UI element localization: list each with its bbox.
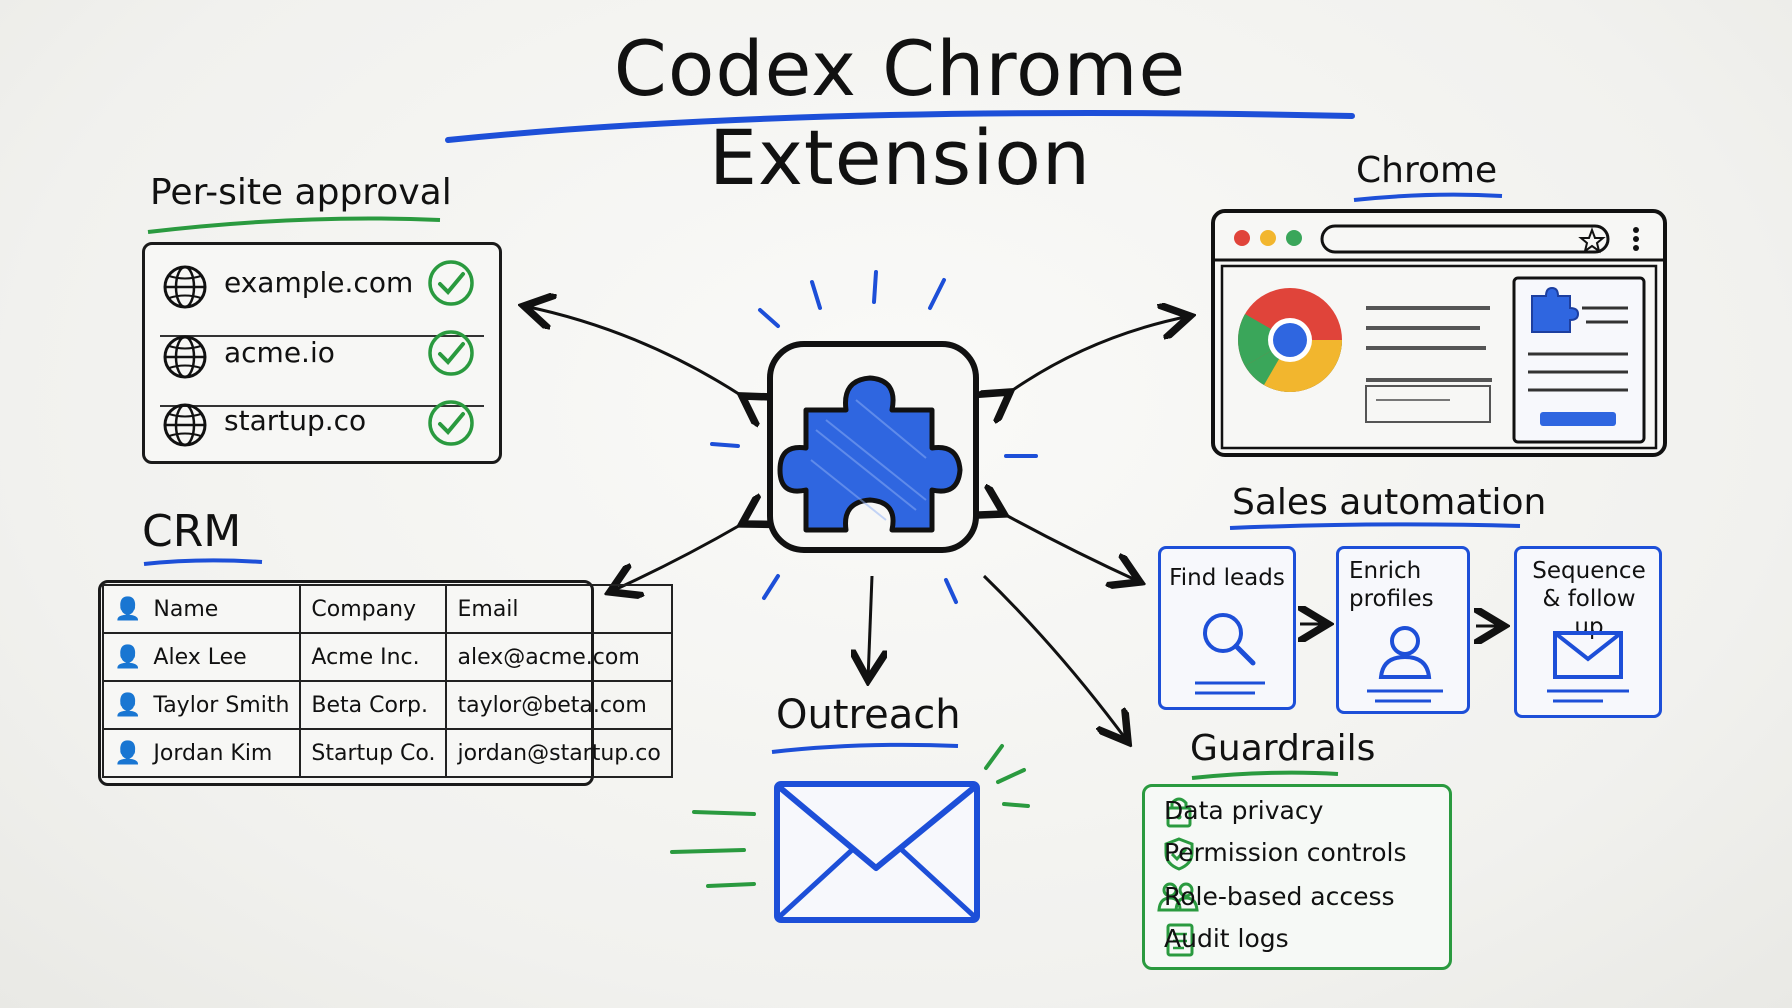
table-row: 👤 Jordan Kim Startup Co. jordan@startup.c… <box>101 728 673 778</box>
per-site-heading: Per-site approval <box>150 172 452 213</box>
guardrail-item: Audit logs <box>1164 924 1289 953</box>
check-circle-icon <box>428 260 474 306</box>
table-cell: 👤 Alex Lee <box>101 632 302 682</box>
sales-heading: Sales automation <box>1232 482 1547 523</box>
table-header-cell: Email <box>445 584 673 634</box>
table-header-cell: Company <box>299 584 448 634</box>
globe-icon <box>163 403 207 447</box>
outreach-heading: Outreach <box>776 692 961 738</box>
sales-step-label: Enrich profiles <box>1349 558 1434 612</box>
user-icon: 👤 <box>114 596 142 622</box>
site-item: startup.co <box>224 404 367 437</box>
table-cell: Beta Corp. <box>299 680 448 730</box>
sales-step-label: Sequence & follow up <box>1532 558 1646 640</box>
site-item: example.com <box>224 266 414 299</box>
globe-icon <box>163 265 207 309</box>
lock-icon <box>1166 797 1192 828</box>
column-name: Name <box>153 596 219 622</box>
user-icon: 👤 <box>114 740 142 766</box>
chrome-logo-icon <box>1238 288 1342 392</box>
envelope-icon <box>774 781 980 923</box>
crm-heading: CRM <box>142 506 242 557</box>
guardrail-item: Data privacy <box>1164 796 1324 825</box>
site-item: acme.io <box>224 336 335 369</box>
table-cell: 👤 Taylor Smith <box>101 680 302 730</box>
crm-table: 👤 Name Company Email 👤 Alex Lee Acme Inc. … <box>101 584 673 778</box>
user-icon: 👤 <box>114 692 142 718</box>
per-site-row-dividers <box>160 335 484 407</box>
users-icon <box>1157 882 1199 912</box>
user-icon: 👤 <box>114 644 142 670</box>
table-header-cell: 👤 Name <box>101 584 302 634</box>
contact-name: Taylor Smith <box>153 692 290 718</box>
user-icon <box>1367 626 1443 703</box>
table-header-row: 👤 Name Company Email <box>101 584 673 634</box>
shield-check-icon <box>1164 837 1194 871</box>
table-row: 👤 Taylor Smith Beta Corp. taylor@beta.com <box>101 680 673 730</box>
guardrail-item: Role-based access <box>1164 882 1395 911</box>
table-cell: alex@acme.com <box>445 632 673 682</box>
check-circle-icon <box>428 400 474 446</box>
guardrails-panel <box>1142 784 1452 970</box>
table-cell: jordan@startup.co <box>445 728 673 778</box>
contact-name: Jordan Kim <box>153 740 273 766</box>
envelope-icon <box>1547 631 1629 703</box>
sales-step-sequence-follow-up: Sequence & follow up <box>1514 546 1662 718</box>
check-circle-icon <box>428 330 474 376</box>
contact-name: Alex Lee <box>153 644 247 670</box>
browser-window <box>1211 209 1667 457</box>
extension-hub <box>767 341 979 553</box>
table-cell: 👤 Jordan Kim <box>101 728 302 778</box>
globe-icon <box>163 335 207 379</box>
sales-step-find-leads: Find leads <box>1158 546 1296 710</box>
table-cell: Startup Co. <box>299 728 448 778</box>
guardrail-item: Permission controls <box>1164 838 1407 867</box>
page-title: Codex Chrome Extension <box>613 24 1187 202</box>
sales-step-enrich-profiles: Enrich profiles <box>1336 546 1470 714</box>
puzzle-icon <box>777 375 963 533</box>
guardrails-heading: Guardrails <box>1190 728 1376 769</box>
table-cell: Acme Inc. <box>299 632 448 682</box>
chrome-heading: Chrome <box>1356 150 1498 191</box>
table-cell: taylor@beta.com <box>445 680 673 730</box>
document-icon <box>1166 923 1194 957</box>
sales-step-label: Find leads <box>1169 565 1285 591</box>
search-icon <box>1195 613 1265 695</box>
table-row: 👤 Alex Lee Acme Inc. alex@acme.com <box>101 632 673 682</box>
